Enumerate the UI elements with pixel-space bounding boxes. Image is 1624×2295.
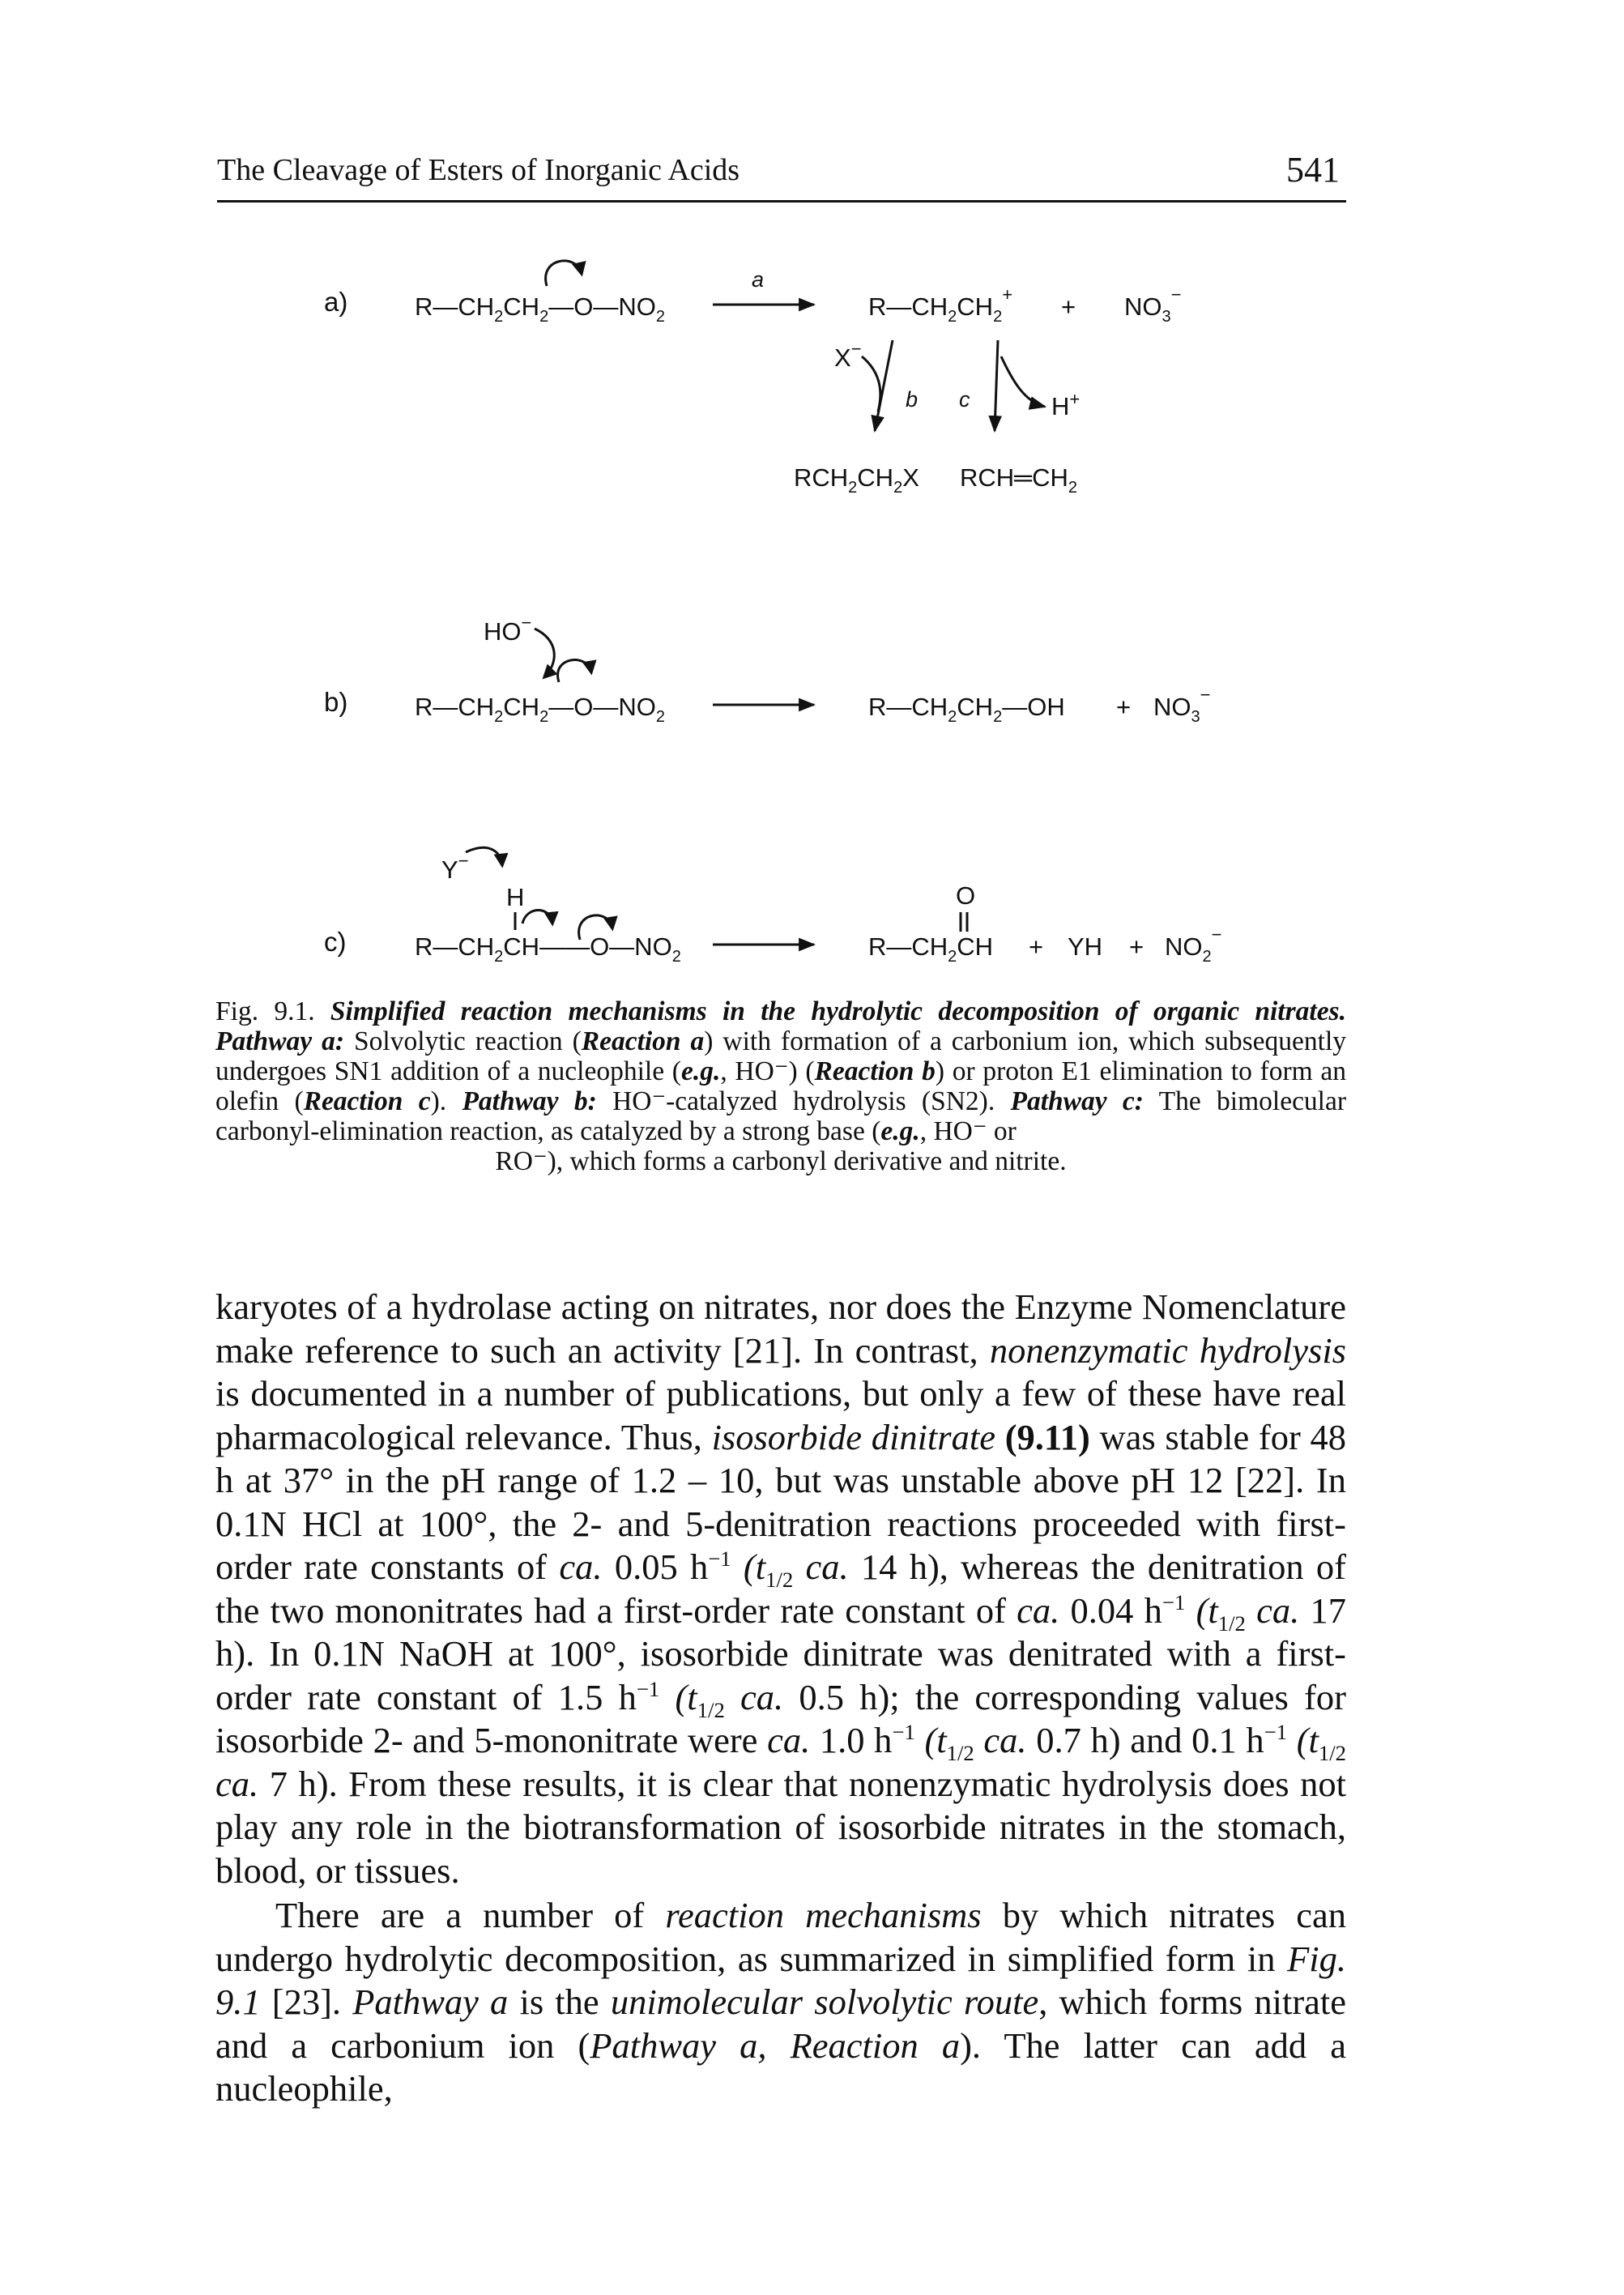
caption-body: Fig. 9.1. Simplified reaction mechanisms… <box>215 996 1347 1146</box>
label-a: a) <box>324 287 347 317</box>
h-atom: H <box>506 883 524 911</box>
compound-ref: (9.11) <box>1004 1416 1090 1457</box>
reactant-b: R—CH2CH2—O—NO2 <box>415 693 665 726</box>
label-b: b) <box>324 687 347 717</box>
figure-caption: Fig. 9.1. Simplified reaction mechanisms… <box>215 996 1346 1176</box>
curved-arrow-ho <box>534 627 558 680</box>
alcohol-product: R—CH2CH2—OH <box>868 693 1065 726</box>
curved-arrow-x <box>861 355 882 412</box>
curved-arrow-ch <box>521 909 559 927</box>
plus-sign-b: + <box>1116 693 1131 721</box>
nucleophile-ho: HO− <box>484 612 531 646</box>
arrow-label-c: c <box>959 387 970 412</box>
reaction-a: a) R—CH2CH2—O—NO2 a R—CH2CH2+ + NO3− X− … <box>324 259 1181 497</box>
carbonyl-oxygen: O <box>956 881 975 910</box>
plus-sign-c1: + <box>1029 932 1043 961</box>
header-rule <box>217 200 1346 203</box>
nitrite-ion: NO2− <box>1165 924 1221 966</box>
arrow-c <box>988 339 1003 433</box>
reactant-c: R—CH2CH——O—NO2 <box>415 932 681 966</box>
arrow-b <box>871 339 894 433</box>
paragraph-2: There are a number of reaction mechanism… <box>215 1895 1347 2109</box>
aldehyde-product: R—CH2CH <box>868 932 993 966</box>
curved-arrow-proton <box>1000 356 1047 410</box>
curved-arrow-c <box>578 914 618 941</box>
caption-title: Simplified reaction mechanisms in the hy… <box>330 996 1346 1026</box>
paragraph-1: karyotes of a hydrolase acting on nitrat… <box>215 1286 1347 1891</box>
product-olefin: RCH═CH2 <box>960 463 1077 497</box>
running-header-title: The Cleavage of Esters of Inorganic Acid… <box>217 153 740 187</box>
reaction-scheme: a) R—CH2CH2—O—NO2 a R—CH2CH2+ + NO3− X− … <box>324 259 1221 966</box>
body-text: karyotes of a hydrolase acting on nitrat… <box>215 1286 1346 2111</box>
nitrate-ion-b: NO3− <box>1153 685 1210 726</box>
reaction-c: Y− H c) R—CH2CH——O—NO2 O R—CH2CH + YH + … <box>324 846 1221 966</box>
yh-product: YH <box>1068 932 1102 961</box>
product-rch2ch2x: RCH2CH2X <box>794 463 919 497</box>
figure-label: Fig. 9.1. <box>215 996 315 1026</box>
arrow-label-b: b <box>906 387 918 412</box>
proton: H+ <box>1051 389 1080 420</box>
nucleophile-x: X− <box>834 339 862 372</box>
reaction-b: HO− b) R—CH2CH2—O—NO2 R—CH2CH2—OH + NO3− <box>324 612 1210 726</box>
label-c: c) <box>324 927 347 957</box>
curved-arrow-a <box>544 259 586 287</box>
plus-sign: + <box>1061 292 1076 321</box>
base-y: Y− <box>441 851 469 884</box>
page-number: 541 <box>1286 150 1340 190</box>
curved-arrow-y <box>465 846 509 868</box>
reactant-a: R—CH2CH2—O—NO2 <box>415 292 665 326</box>
caption-last-line: RO⁻), which forms a carbonyl derivative … <box>495 1146 1067 1176</box>
arrow-label-a: a <box>752 267 764 292</box>
nitrate-ion: NO3− <box>1124 284 1181 326</box>
carbonium-ion: R—CH2CH2+ <box>868 284 1012 326</box>
curved-arrow-b <box>556 659 597 683</box>
plus-sign-c2: + <box>1129 932 1144 961</box>
